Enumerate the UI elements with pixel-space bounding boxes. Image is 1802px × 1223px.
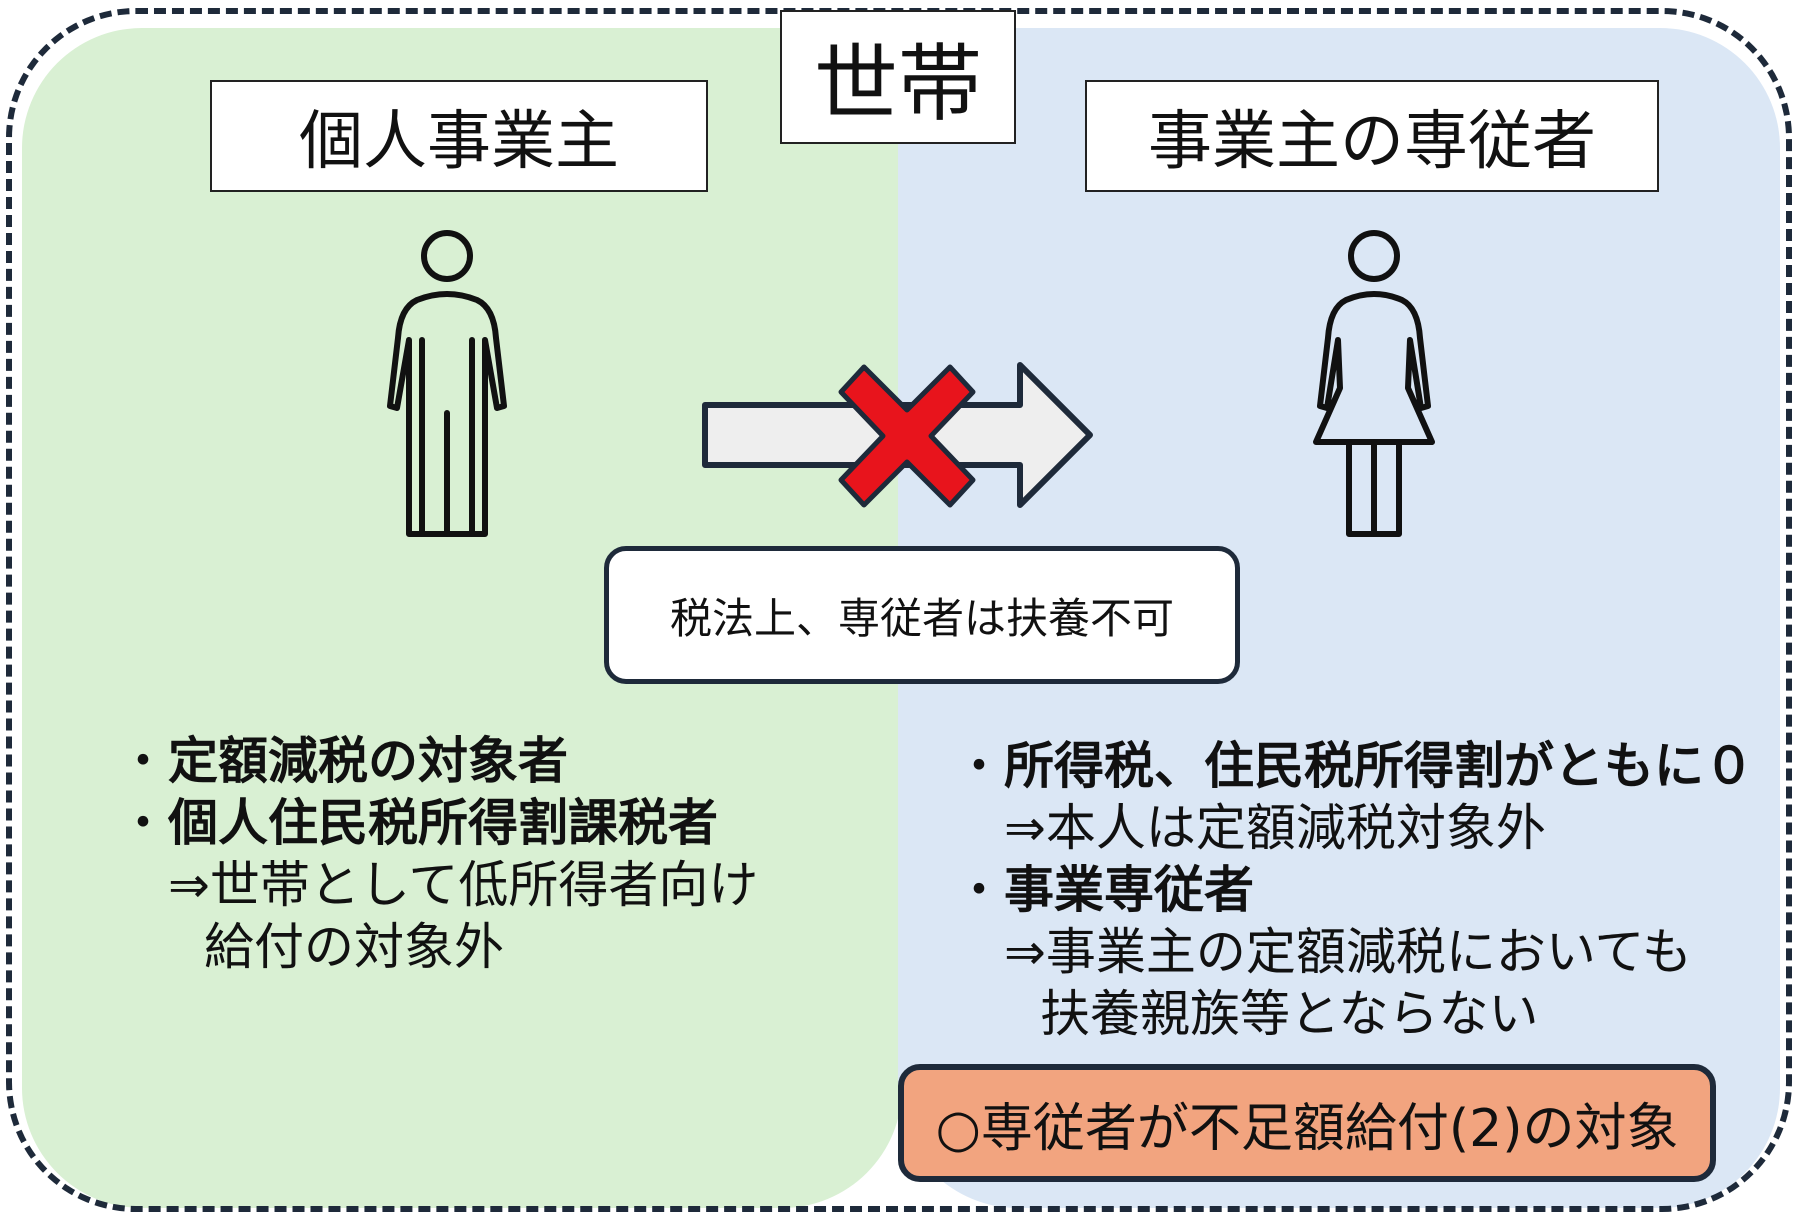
sub-line: 扶養親族等とならない <box>1040 985 1539 1043</box>
household-label: 世帯 <box>780 10 1016 144</box>
callout-box: ○専従者が不足額給付(2)の対象 <box>898 1064 1716 1182</box>
woman-icon <box>1313 230 1435 537</box>
left-description: ・定額減税の対象者 ・個人住民税所得割課税者 ⇒世帯として低所得者向け 給付の対… <box>118 730 878 978</box>
bullet-marker: ・ <box>118 794 168 852</box>
man-icon <box>387 230 507 537</box>
list-item: ・事業専従者 <box>954 859 1774 921</box>
sub-line: 給付の対象外 <box>204 918 504 976</box>
sub-line: ⇒世帯として低所得者向け <box>168 856 759 914</box>
bullet-marker: ・ <box>118 732 168 790</box>
cross-icon <box>838 364 976 508</box>
list-item: ・所得税、住民税所得割がともに０ <box>954 735 1774 797</box>
list-item: ・個人住民税所得割課税者 <box>118 792 878 854</box>
sub-line: ⇒本人は定額減税対象外 <box>1004 799 1546 857</box>
bullet-text: 定額減税の対象者 <box>168 732 568 790</box>
bullet-marker: ・ <box>954 737 1004 795</box>
right-title: 事業主の専従者 <box>1085 80 1659 192</box>
bullet-marker: ・ <box>954 861 1004 919</box>
right-description: ・所得税、住民税所得割がともに０ ⇒本人は定額減税対象外 ・事業専従者 ⇒事業主… <box>954 735 1774 1045</box>
bullet-text: 個人住民税所得割課税者 <box>168 794 718 852</box>
bullet-text: 事業専従者 <box>1004 861 1254 919</box>
sub-line: ⇒事業主の定額減税においても <box>1004 923 1692 981</box>
list-item: ・定額減税の対象者 <box>118 730 878 792</box>
relation-note: 税法上、専従者は扶養不可 <box>604 546 1240 684</box>
bullet-text: 所得税、住民税所得割がともに０ <box>1004 737 1754 795</box>
left-title: 個人事業主 <box>210 80 708 192</box>
